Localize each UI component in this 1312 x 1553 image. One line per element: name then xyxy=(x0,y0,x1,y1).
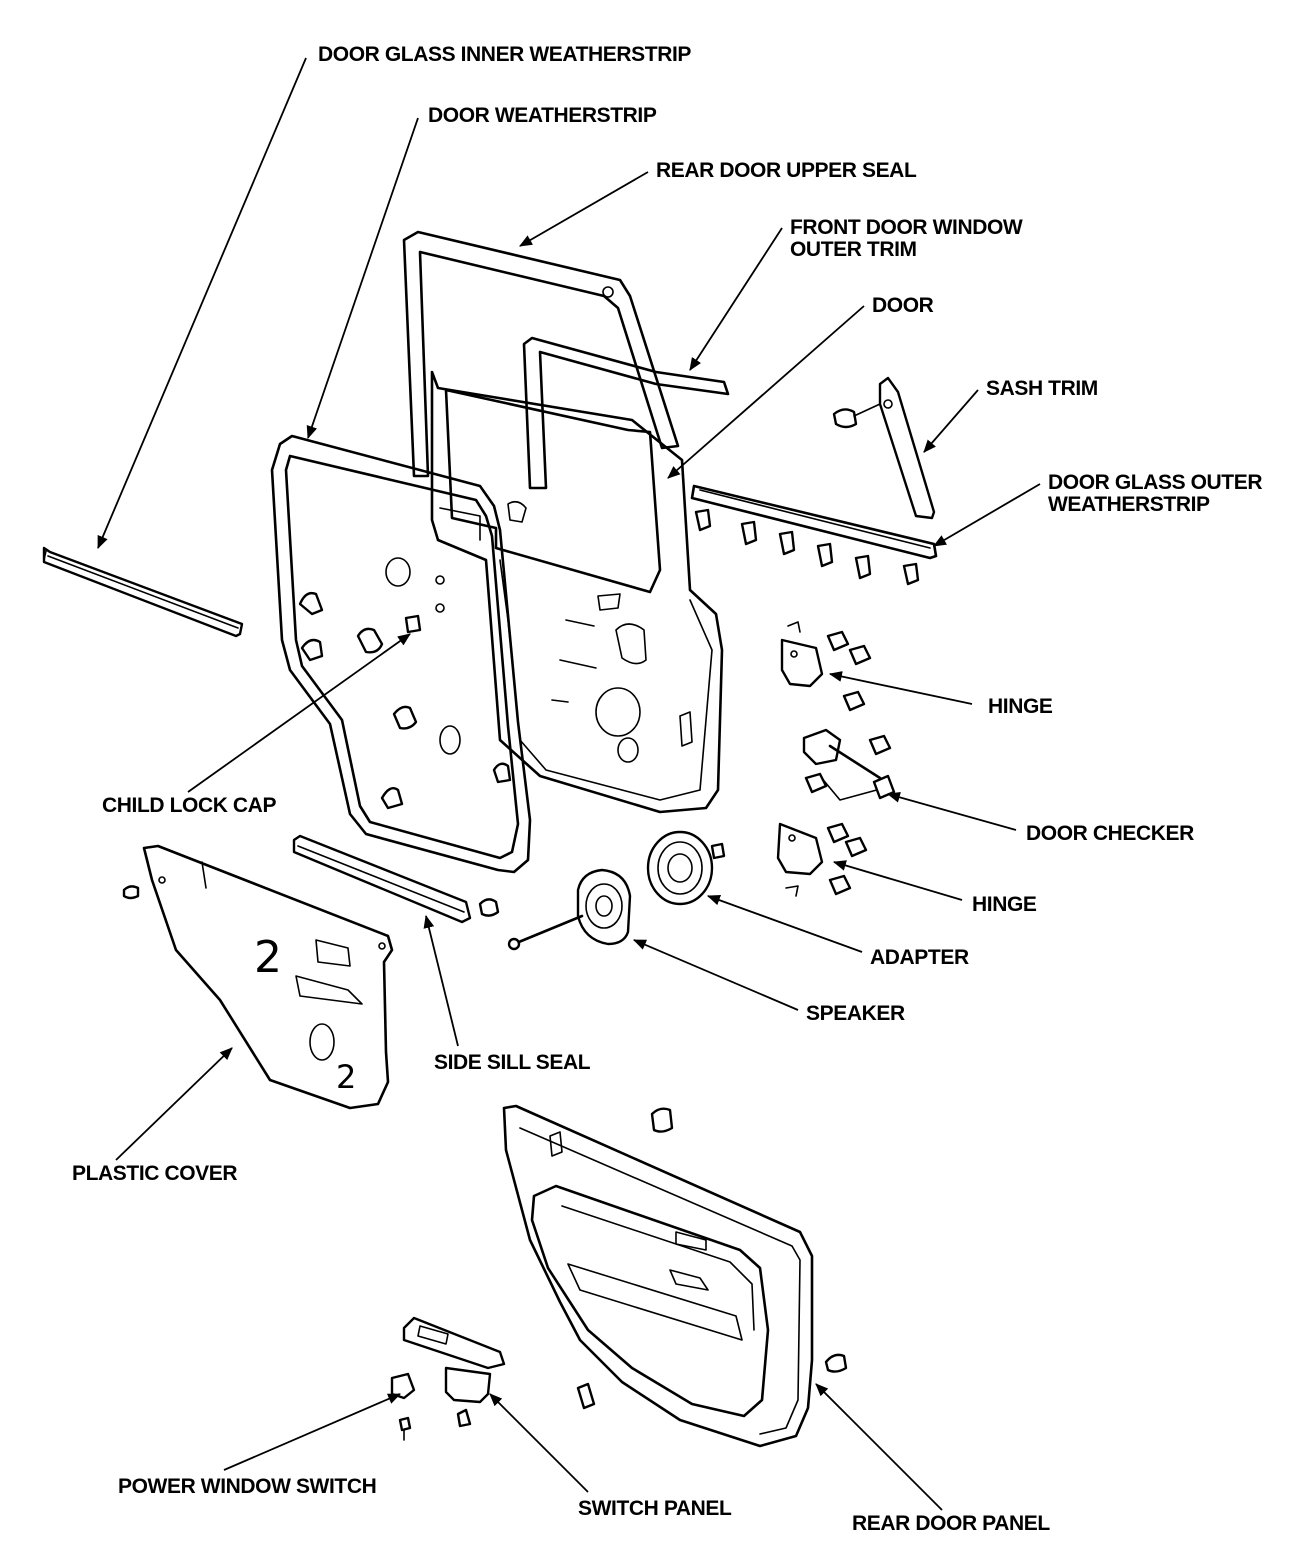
label-switch-panel: SWITCH PANEL xyxy=(578,1497,732,1520)
door-weatherstrip-part xyxy=(270,434,532,874)
label-door-glass-outer-weatherstrip-line2: WEATHERSTRIP xyxy=(1048,493,1210,516)
label-child-lock-cap: CHILD LOCK CAP xyxy=(102,794,276,817)
label-plastic-cover: PLASTIC COVER xyxy=(72,1162,237,1185)
label-power-window-switch: POWER WINDOW SWITCH xyxy=(118,1475,376,1498)
speaker-part xyxy=(507,868,632,951)
label-side-sill-seal: SIDE SILL SEAL xyxy=(434,1051,591,1074)
door-glass-inner-weatherstrip-part xyxy=(42,546,244,638)
label-door-glass-inner-weatherstrip: DOOR GLASS INNER WEATHERSTRIP xyxy=(318,43,691,66)
label-rear-door-panel: REAR DOOR PANEL xyxy=(852,1512,1050,1535)
sash-trim-part xyxy=(832,376,936,520)
label-door-checker: DOOR CHECKER xyxy=(1026,822,1194,845)
label-front-door-window-outer-trim-line1: FRONT DOOR WINDOW xyxy=(790,216,1023,239)
door-checker-part xyxy=(802,728,896,801)
label-adapter: ADAPTER xyxy=(870,946,969,969)
door-glass-outer-weatherstrip-part xyxy=(690,484,938,586)
lower-hinge-part xyxy=(776,822,868,897)
handwritten-mark-2: 2 xyxy=(336,1058,356,1096)
adapter-part xyxy=(646,830,726,906)
door-shell-part xyxy=(430,370,724,814)
label-front-door-window-outer-trim-line2: OUTER TRIM xyxy=(790,238,917,261)
label-hinge-lower: HINGE xyxy=(972,893,1037,916)
label-door: DOOR xyxy=(872,294,934,317)
label-door-weatherstrip: DOOR WEATHERSTRIP xyxy=(428,104,657,127)
side-sill-seal-part xyxy=(292,834,500,924)
label-hinge-upper: HINGE xyxy=(988,695,1053,718)
label-rear-door-upper-seal: REAR DOOR UPPER SEAL xyxy=(656,159,917,182)
front-door-window-outer-trim-part xyxy=(522,336,730,490)
label-door-glass-outer-weatherstrip-line1: DOOR GLASS OUTER xyxy=(1048,471,1262,494)
switch-panel-part xyxy=(402,1316,506,1428)
rear-door-upper-seal-part xyxy=(402,230,680,478)
plastic-cover-part xyxy=(122,844,394,1110)
label-speaker: SPEAKER xyxy=(806,1002,905,1025)
power-window-switch-part xyxy=(390,1372,416,1441)
upper-hinge-part xyxy=(780,621,872,712)
leader-lines xyxy=(97,57,1041,1511)
handwritten-mark-1: 2 xyxy=(254,932,282,983)
label-sash-trim: SASH TRIM xyxy=(986,377,1098,400)
rear-door-panel-part xyxy=(502,1104,848,1448)
